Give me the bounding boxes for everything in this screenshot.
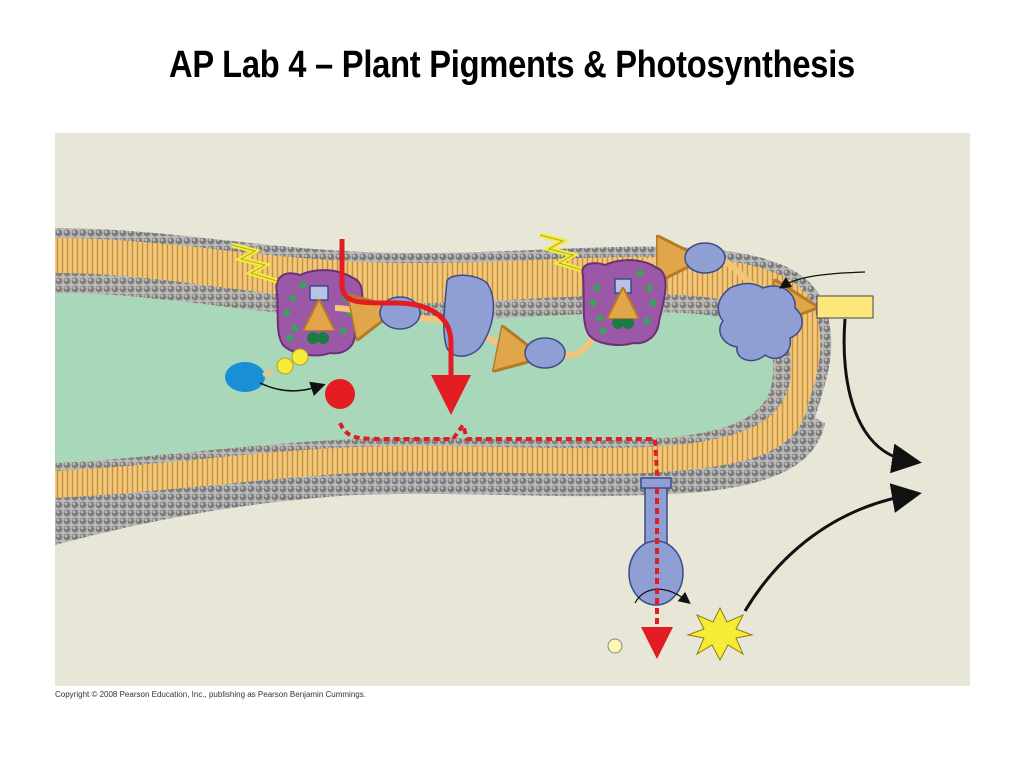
water-molecule — [225, 362, 265, 392]
photosystem-i — [581, 259, 667, 346]
membrane-inner-heads — [55, 273, 792, 471]
atp-product-starburst — [686, 606, 754, 662]
nadp-reductase-enzyme — [717, 282, 803, 362]
water-splitting-arrow — [259, 381, 326, 396]
nadph-product-box — [816, 295, 874, 319]
photosystem-ii — [275, 269, 364, 357]
oxygen-molecule — [325, 379, 355, 409]
thylakoid-membrane-diagram — [55, 133, 970, 686]
electron-transport-path — [334, 308, 375, 313]
atp-to-calvin-arrow — [743, 483, 922, 612]
proton-diffusion-path — [338, 420, 659, 483]
proton-gradient-path — [339, 239, 471, 415]
slide-title: AP Lab 4 – Plant Pigments & Photosynthes… — [169, 44, 855, 86]
cytochrome-complex — [443, 274, 495, 357]
light-energy-icon — [539, 232, 586, 274]
nadph-to-calvin-arrow — [842, 318, 922, 474]
plastocyanin-carrier — [524, 337, 566, 369]
electron — [276, 357, 294, 375]
phosphate-input — [607, 638, 623, 654]
light-energy-icon — [231, 242, 278, 284]
nadp-input-arrow — [778, 271, 866, 289]
copyright-notice: Copyright © 2008 Pearson Education, Inc.… — [55, 690, 366, 699]
ferredoxin-carrier — [684, 242, 726, 274]
electron — [291, 348, 309, 366]
